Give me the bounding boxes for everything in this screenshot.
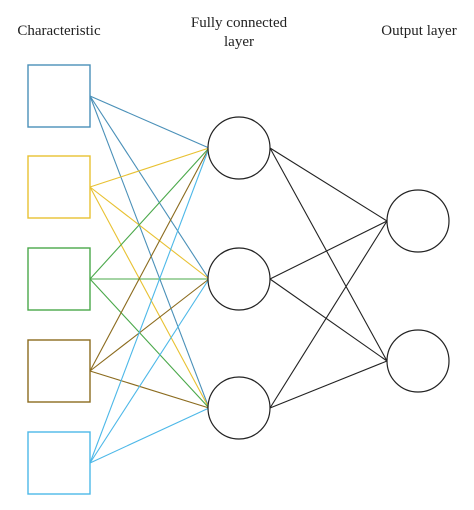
input-node-char-1 bbox=[27, 64, 91, 128]
hidden-layer-label-line1: Fully connected bbox=[190, 15, 288, 31]
edge-char-1-hidden-2 bbox=[89, 95, 210, 280]
edge-char-2-hidden-3 bbox=[89, 186, 210, 409]
input-node-char-4 bbox=[27, 339, 91, 403]
edge-hidden-1-output-1 bbox=[269, 147, 388, 222]
edge-char-2-hidden-1 bbox=[89, 147, 210, 188]
hidden-layer-label: Fully connected layer bbox=[168, 14, 310, 52]
edge-char-5-hidden-1 bbox=[89, 147, 210, 464]
hidden-node-1 bbox=[207, 116, 271, 180]
hidden-layer-label-line2: layer bbox=[224, 34, 254, 50]
edge-char-3-hidden-3 bbox=[89, 278, 210, 409]
hidden-node-3 bbox=[207, 376, 271, 440]
output-node-1 bbox=[386, 189, 450, 253]
output-layer-label: Output layer bbox=[381, 23, 457, 39]
edge-hidden-3-output-2 bbox=[269, 360, 388, 409]
network-nodes bbox=[27, 64, 450, 495]
hidden-node-2 bbox=[207, 247, 271, 311]
edge-hidden-1-output-2 bbox=[269, 147, 388, 362]
edge-char-5-hidden-3 bbox=[89, 407, 210, 464]
edge-char-1-hidden-3 bbox=[89, 95, 210, 409]
input-node-char-2 bbox=[27, 155, 91, 219]
edge-char-3-hidden-1 bbox=[89, 147, 210, 280]
input-node-char-5 bbox=[27, 431, 91, 495]
output-node-2 bbox=[386, 329, 450, 393]
edge-char-2-hidden-2 bbox=[89, 186, 210, 280]
edge-hidden-2-output-2 bbox=[269, 278, 388, 362]
edge-char-4-hidden-3 bbox=[89, 370, 210, 409]
edge-char-1-hidden-1 bbox=[89, 95, 210, 149]
edge-char-4-hidden-2 bbox=[89, 278, 210, 372]
hidden-output-edges bbox=[269, 147, 388, 409]
input-hidden-edges bbox=[89, 95, 210, 464]
input-layer-label: Characteristic bbox=[17, 23, 101, 39]
edge-hidden-2-output-1 bbox=[269, 220, 388, 280]
edge-char-5-hidden-2 bbox=[89, 278, 210, 464]
input-node-char-3 bbox=[27, 247, 91, 311]
edge-hidden-3-output-1 bbox=[269, 220, 388, 409]
edge-char-4-hidden-1 bbox=[89, 147, 210, 372]
